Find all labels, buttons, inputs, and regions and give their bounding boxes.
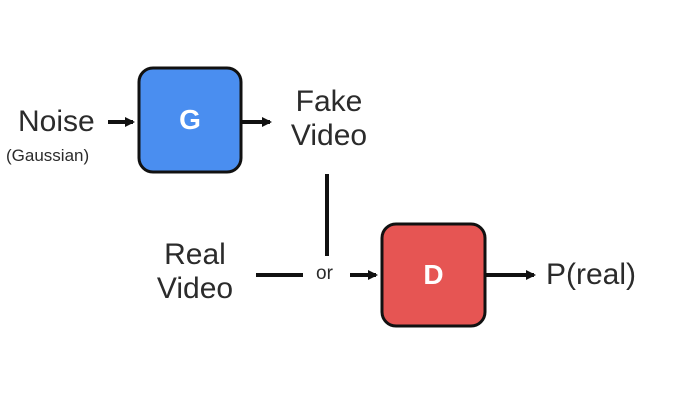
or-label: or [316,263,333,284]
fake-video-line1: Fake [295,85,363,118]
real-video-label: Real Video [149,238,241,306]
discriminator-box [380,222,487,328]
noise-label: Noise [18,105,95,138]
fake-video-line2: Video [290,119,368,152]
generator-box [137,66,243,174]
noise-distribution-label: (Gaussian) [6,146,90,165]
fake-video-label: Fake Video [287,85,371,153]
discriminator-label: D [423,259,444,290]
real-video-line2: Video [156,272,234,305]
output-probability-label: P(real) [546,258,637,291]
generator-label: G [179,104,201,135]
real-video-line1: Real [164,238,226,271]
